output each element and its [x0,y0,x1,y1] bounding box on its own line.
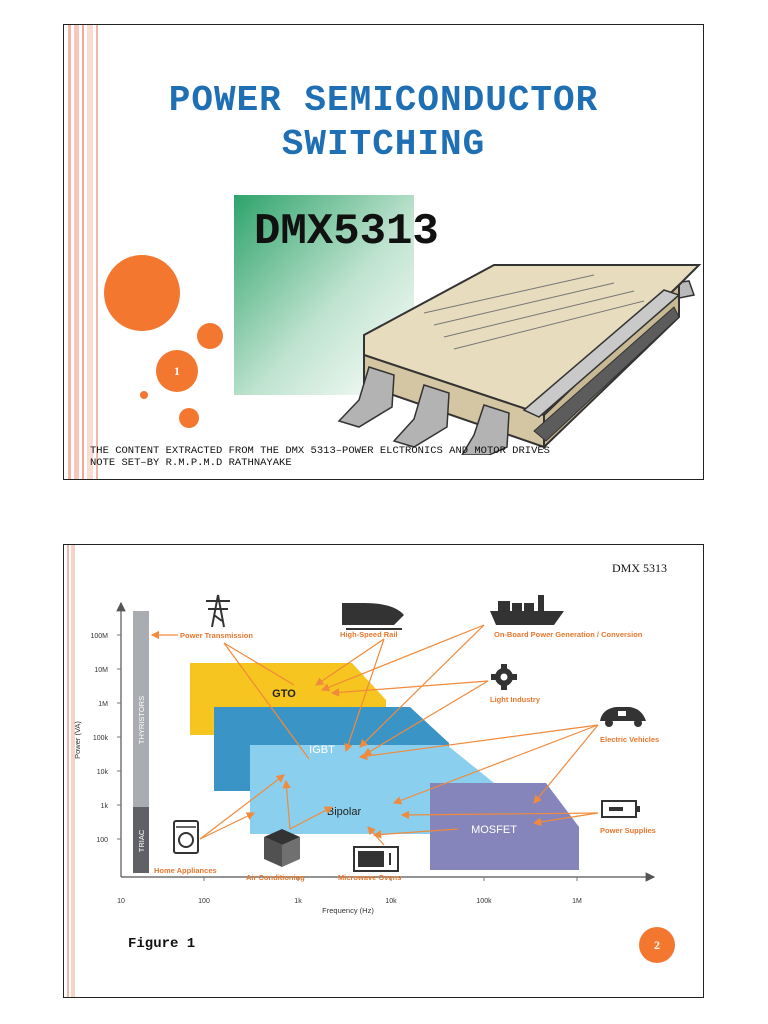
app-power-transmission: Power Transmission [180,631,253,640]
ship-icon [490,595,564,625]
thyristors-label: THYRISTORS [137,696,146,744]
high-speed-train-icon [342,603,404,630]
credit-line-2: NOTE SET–BY R.M.P.M.D RATHNAYAKE [90,457,292,469]
app-microwave-ovens: Microwave Ovens [338,873,401,882]
x-tick: 100k [476,898,492,905]
figure-label: Figure 1 [128,936,196,952]
y-axis-label: Power (VA) [73,721,82,759]
mosfet-label: MOSFET [471,824,517,836]
title-slide: POWER SEMICONDUCTOR SWITCHING [63,24,704,480]
thyristors-bar [133,611,149,807]
x-tick: 1M [572,898,582,905]
gto-label: GTO [272,688,296,700]
x-tick: 100 [198,898,210,905]
triac-bar [133,807,149,873]
decorative-circle-tiny [140,391,148,399]
decorative-circle-medium [197,323,223,349]
title-line-2: SWITCHING [281,124,486,165]
y-tick: 1M [98,701,108,708]
ic-chip-illustration [234,195,702,455]
y-tick: 100M [90,633,108,640]
credit-line-1: THE CONTENT EXTRACTED FROM THE DMX 5313–… [90,445,550,457]
credit-text: THE CONTENT EXTRACTED FROM THE DMX 5313–… [90,445,680,469]
title-line-1: POWER SEMICONDUCTOR [168,80,599,121]
electric-car-icon [600,707,646,727]
page-number-badge: 1 [156,350,198,392]
triac-label: TRIAC [137,829,146,852]
app-high-speed-rail: High-Speed Rail [340,630,398,639]
course-code: DMX5313 [254,207,439,257]
x-tick: 10 [117,898,125,905]
application-arrows [150,624,599,846]
y-tick: 1k [101,803,109,810]
power-frequency-diagram: THYRISTORS TRIAC 100M 10M 1M 100k 10k 1k… [73,594,659,915]
y-tick: 100k [93,735,109,742]
app-home-appliances: Home Appliances [154,866,217,875]
mosfet-region [430,783,579,870]
y-tick: 10k [97,769,109,776]
page-number-badge: 2 [639,927,675,963]
decorative-stripes [67,545,75,997]
content-slide: DMX 5313 THYRISTORS TRIAC 100M 10M 1M 1 [63,544,704,998]
y-tick: 10M [94,667,108,674]
app-power-supplies: Power Supplies [600,826,656,835]
x-tick: 1k [294,898,302,905]
y-tick: 100 [96,837,108,844]
app-onboard-power: On-Board Power Generation / Conversion [494,630,643,639]
decorative-stripes [68,25,98,479]
x-tick: 10k [385,898,397,905]
x-axis-label: Frequency (Hz) [322,906,374,915]
slide-header: DMX 5313 [611,561,667,575]
app-air-conditioning: Air Conditioning [246,873,305,882]
igbt-label: IGBT [309,744,335,756]
washing-machine-icon [173,820,199,854]
app-electric-vehicles: Electric Vehicles [600,735,659,744]
gear-icon [491,664,517,690]
decorative-circle-large [104,255,180,331]
x-tick-labels: 10 100 1k 10k 100k 1M [117,898,582,905]
power-supply-icon [601,800,640,818]
bipolar-label: Bipolar [327,806,362,818]
air-conditioner-icon [264,829,300,867]
slide-title: POWER SEMICONDUCTOR SWITCHING [64,79,703,167]
decorative-circle-small [179,408,199,428]
y-tick-labels: 100M 10M 1M 100k 10k 1k 100 [90,633,108,844]
app-light-industry: Light Industry [490,695,541,704]
transmission-tower-icon [206,594,230,628]
microwave-icon [353,846,399,872]
